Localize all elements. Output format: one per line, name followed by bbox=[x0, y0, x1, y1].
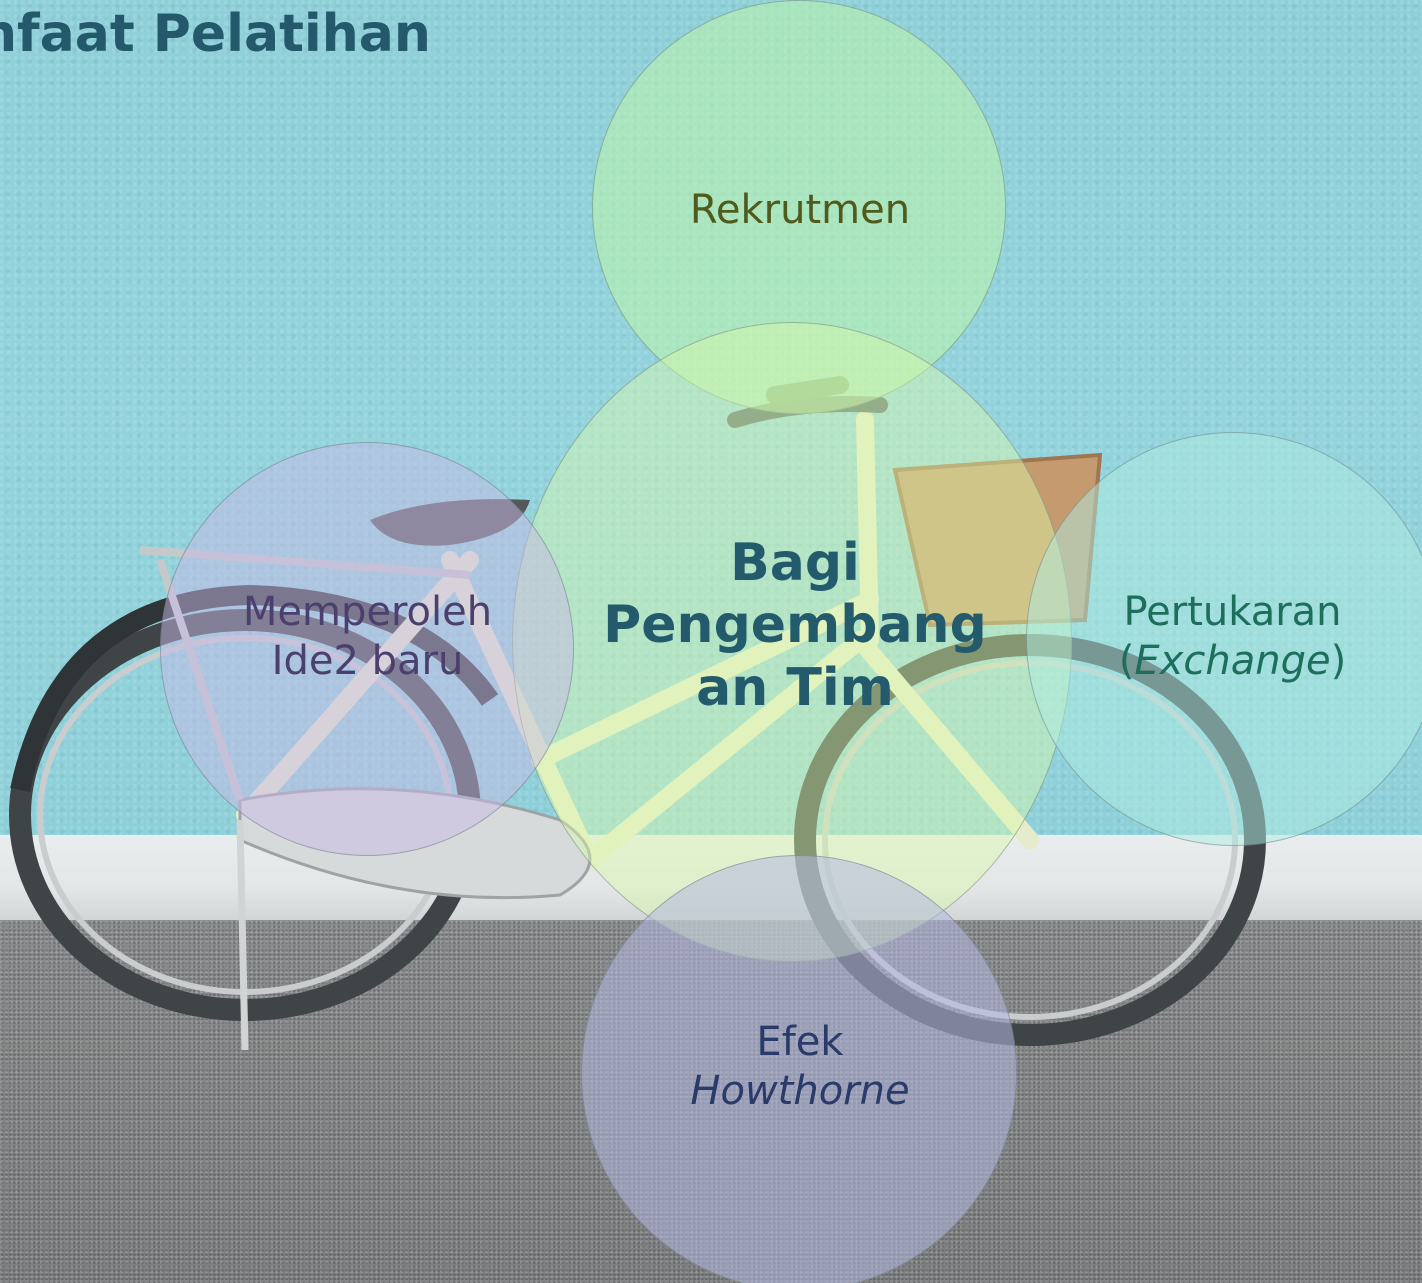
label-right-line-2: (Exchange) bbox=[1040, 637, 1422, 686]
label-center-line-2: Pengembang bbox=[560, 594, 1030, 656]
label-right-paren-close: ) bbox=[1331, 638, 1347, 684]
label-left-line-2: Ide2 baru bbox=[170, 637, 565, 686]
label-right-italic: Exchange bbox=[1134, 638, 1330, 684]
label-top-text: Rekrutmen bbox=[600, 186, 1000, 235]
label-right: Pertukaran (Exchange) bbox=[1040, 588, 1422, 686]
label-top: Rekrutmen bbox=[600, 186, 1000, 235]
label-left: Memperoleh Ide2 baru bbox=[170, 588, 565, 686]
label-center: Bagi Pengembang an Tim bbox=[560, 532, 1030, 719]
label-bottom-line-1: Efek bbox=[600, 1018, 1000, 1067]
label-bottom-line-2: Howthorne bbox=[600, 1067, 1000, 1116]
label-center-line-3: an Tim bbox=[560, 657, 1030, 719]
label-left-line-1: Memperoleh bbox=[170, 588, 565, 637]
label-bottom: Efek Howthorne bbox=[600, 1018, 1000, 1116]
label-center-line-1: Bagi bbox=[560, 532, 1030, 594]
kickstand bbox=[240, 820, 245, 1050]
label-right-line-1: Pertukaran bbox=[1040, 588, 1422, 637]
label-right-paren-open: ( bbox=[1119, 638, 1135, 684]
slide-title: nfaat Pelatihan bbox=[0, 4, 431, 64]
